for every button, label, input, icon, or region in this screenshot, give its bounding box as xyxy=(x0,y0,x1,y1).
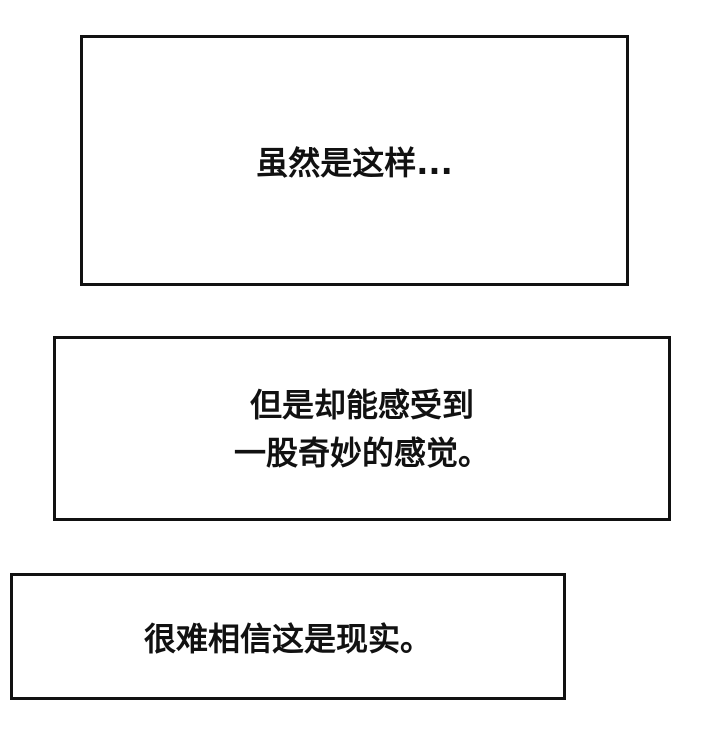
caption-box-1: 虽然是这样... xyxy=(80,35,629,286)
caption-2-line-2: 一股奇妙的感觉。 xyxy=(233,433,490,472)
caption-1-line-1: 虽然是这样... xyxy=(256,143,453,182)
caption-2-line-1: 但是却能感受到 xyxy=(249,385,474,424)
caption-text-1: 虽然是这样... xyxy=(256,138,452,184)
caption-text-3: 很难相信这是现实。 xyxy=(144,614,432,660)
caption-box-2: 但是却能感受到 一股奇妙的感觉。 xyxy=(53,336,671,521)
caption-3-line-1: 很难相信这是现实。 xyxy=(143,619,432,658)
caption-box-3: 很难相信这是现实。 xyxy=(10,573,566,700)
caption-text-2: 但是却能感受到 一股奇妙的感觉。 xyxy=(234,381,490,477)
